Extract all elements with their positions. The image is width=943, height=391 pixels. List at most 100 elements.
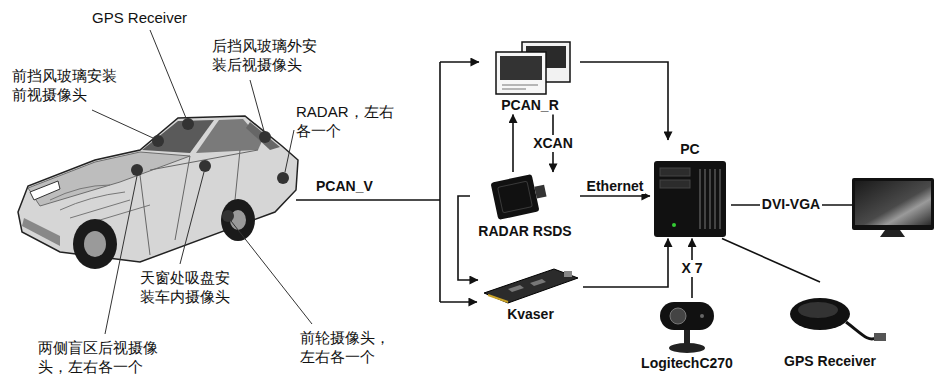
pcb-card: [484, 269, 578, 303]
signal-label: DVI-VGA: [760, 196, 822, 214]
leader-line: [285, 130, 294, 172]
car-door-lines: [140, 150, 258, 255]
callout-label: 后挡风玻璃外安 装后视摄像头: [212, 36, 319, 74]
gps-puck: [790, 298, 850, 330]
leader-line: [231, 221, 312, 324]
pcan-v-bus: [296, 62, 479, 302]
edge-label: X 7: [679, 260, 704, 277]
device-detail: [502, 85, 538, 89]
monitor-illustration: [852, 178, 934, 237]
monitor-stand: [880, 230, 905, 237]
car-wheel: [221, 199, 255, 241]
pc-bay: [660, 180, 690, 188]
connector: [722, 239, 820, 283]
connector: [458, 196, 478, 280]
device-node: RADAR RSDS: [470, 172, 580, 241]
device-node: Kvaser: [478, 265, 583, 324]
gps-cable: [846, 322, 876, 339]
bus-wire: [439, 62, 441, 302]
radar-face: [498, 181, 533, 213]
device-drawing: [496, 42, 570, 94]
pcb-chip: [508, 285, 524, 292]
leader-line: [250, 80, 264, 131]
signal-label: PCAN_V: [316, 178, 373, 196]
device-label: PC: [680, 141, 699, 159]
webcam-lens: [670, 308, 686, 324]
pc-bay: [660, 168, 690, 176]
device-icon: [470, 172, 580, 222]
sensor-dot: [182, 118, 194, 130]
device-label: RADAR RSDS: [478, 223, 571, 241]
gps-puck-top: [798, 302, 838, 318]
callout-label: 前挡风玻璃安装 前视摄像头: [12, 66, 119, 104]
device-icon: [770, 282, 890, 352]
sensor-dot: [131, 164, 143, 176]
pcb-chip: [530, 279, 546, 286]
edge-label: Ethernet: [585, 178, 646, 195]
pc-slots: [700, 169, 720, 229]
leader-line: [150, 30, 186, 118]
leader-lines: [92, 30, 312, 334]
pcb-port: [564, 271, 572, 277]
monitor-frame: [852, 178, 934, 230]
device-icon: [480, 40, 580, 96]
bus-wire: [440, 61, 479, 63]
radar-connector: [534, 185, 546, 199]
webcam-head: [660, 302, 714, 330]
leader-line: [180, 172, 204, 264]
device-drawing: [790, 298, 886, 341]
connector: [583, 239, 668, 288]
radar-unit: [491, 172, 550, 220]
callout-label: 前轮摄像头， 左右各一个: [300, 328, 392, 366]
device-icon: [632, 298, 742, 354]
device-label: LogitechC270: [641, 355, 733, 373]
device-icon: [478, 265, 583, 305]
sensor-dot: [199, 160, 211, 172]
webcam-light: [700, 314, 704, 318]
webcam-neck: [684, 328, 690, 346]
connector: [580, 195, 650, 197]
monitor-screen: [855, 181, 931, 225]
connector: [580, 62, 668, 140]
leader-line: [92, 110, 153, 138]
callout-label: 两侧盲区后视摄像 头，左右各一个: [38, 338, 160, 376]
device-case: [496, 52, 546, 94]
usb-plug: [874, 333, 886, 341]
device-drawing: [660, 302, 714, 353]
bus-wire: [296, 199, 440, 201]
device-node: PCAN_R: [480, 40, 580, 115]
device-screen: [500, 56, 542, 80]
callout-label: GPS Receiver: [92, 8, 187, 27]
device-node: GPS Receiver: [770, 282, 890, 371]
sensor-dot: [277, 172, 289, 184]
bus-wire: [440, 301, 477, 303]
sensor-dot: [259, 131, 271, 143]
callout-label: 天窗处吸盘安 装车内摄像头: [140, 268, 232, 306]
car-illustration: [18, 116, 298, 269]
pc-case: [654, 161, 726, 237]
device-node: LogitechC270: [632, 298, 742, 373]
pcb-contacts: [488, 295, 508, 302]
callout-label: RADAR，左右 各一个: [296, 102, 396, 140]
connector: [512, 115, 514, 173]
device-label: PCAN_R: [501, 97, 559, 115]
sensor-dot: [152, 135, 164, 147]
car-wheel: [73, 219, 117, 269]
car-bumper: [22, 218, 60, 246]
device-label: Kvaser: [507, 306, 554, 324]
pc-led: [672, 223, 676, 227]
device-drawing: [484, 269, 578, 303]
device-node: PC: [650, 140, 730, 239]
car-body: [18, 116, 298, 262]
sensor-dot: [222, 210, 234, 222]
car-hood: [28, 152, 190, 206]
radar-housing: [491, 174, 540, 220]
car-hub: [84, 231, 106, 257]
device-icon: [650, 159, 730, 239]
device-drawing: [491, 172, 550, 220]
device-drawing: [654, 161, 726, 237]
edge-label: XCAN: [531, 135, 575, 152]
device-label: GPS Receiver: [784, 353, 876, 371]
leader-line: [105, 176, 137, 334]
